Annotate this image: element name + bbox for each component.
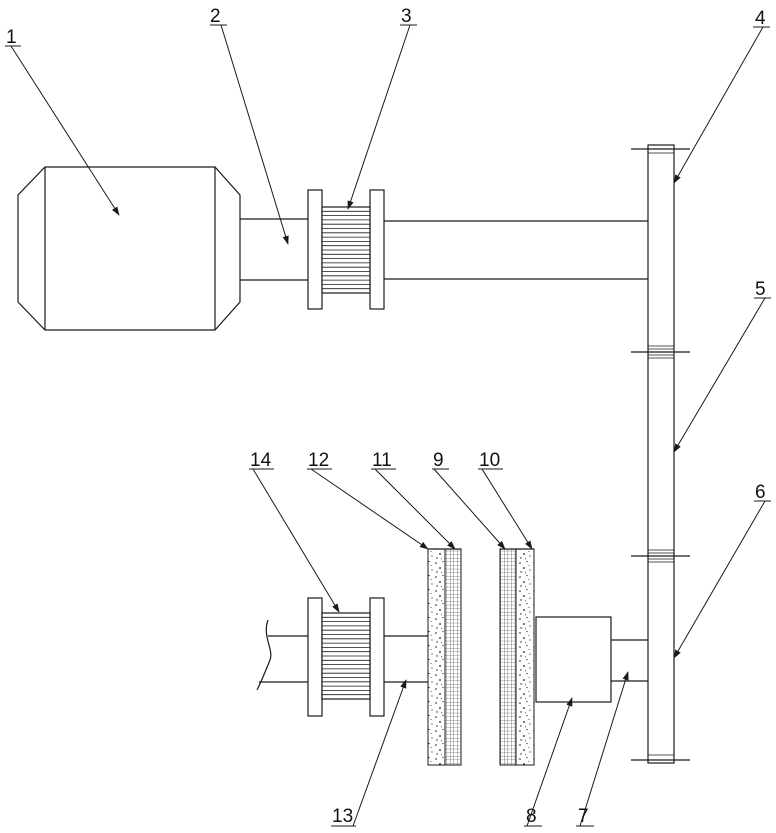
output-shaft — [611, 640, 648, 681]
label-1: 1 — [6, 27, 17, 48]
disc-hub — [536, 617, 611, 702]
label-7: 7 — [578, 806, 589, 827]
right-friction-disc — [500, 549, 534, 765]
label-4: 4 — [755, 8, 766, 29]
label-2: 2 — [210, 6, 221, 27]
label-10: 10 — [479, 450, 500, 471]
motor — [18, 167, 240, 330]
label-12: 12 — [308, 450, 329, 471]
label-3: 3 — [401, 6, 412, 27]
upper-coupling — [308, 190, 384, 309]
label-14: 14 — [250, 450, 272, 471]
gear-train — [631, 145, 690, 763]
motor-output-shaft — [240, 219, 309, 280]
left-friction-disc — [428, 549, 461, 765]
drive-shaft — [384, 221, 648, 279]
label-5: 5 — [755, 279, 766, 300]
label-9: 9 — [433, 450, 444, 471]
label-13: 13 — [332, 806, 353, 827]
label-8: 8 — [526, 806, 537, 827]
label-11: 11 — [372, 450, 392, 471]
label-6: 6 — [755, 482, 766, 503]
lower-coupling — [308, 598, 384, 716]
